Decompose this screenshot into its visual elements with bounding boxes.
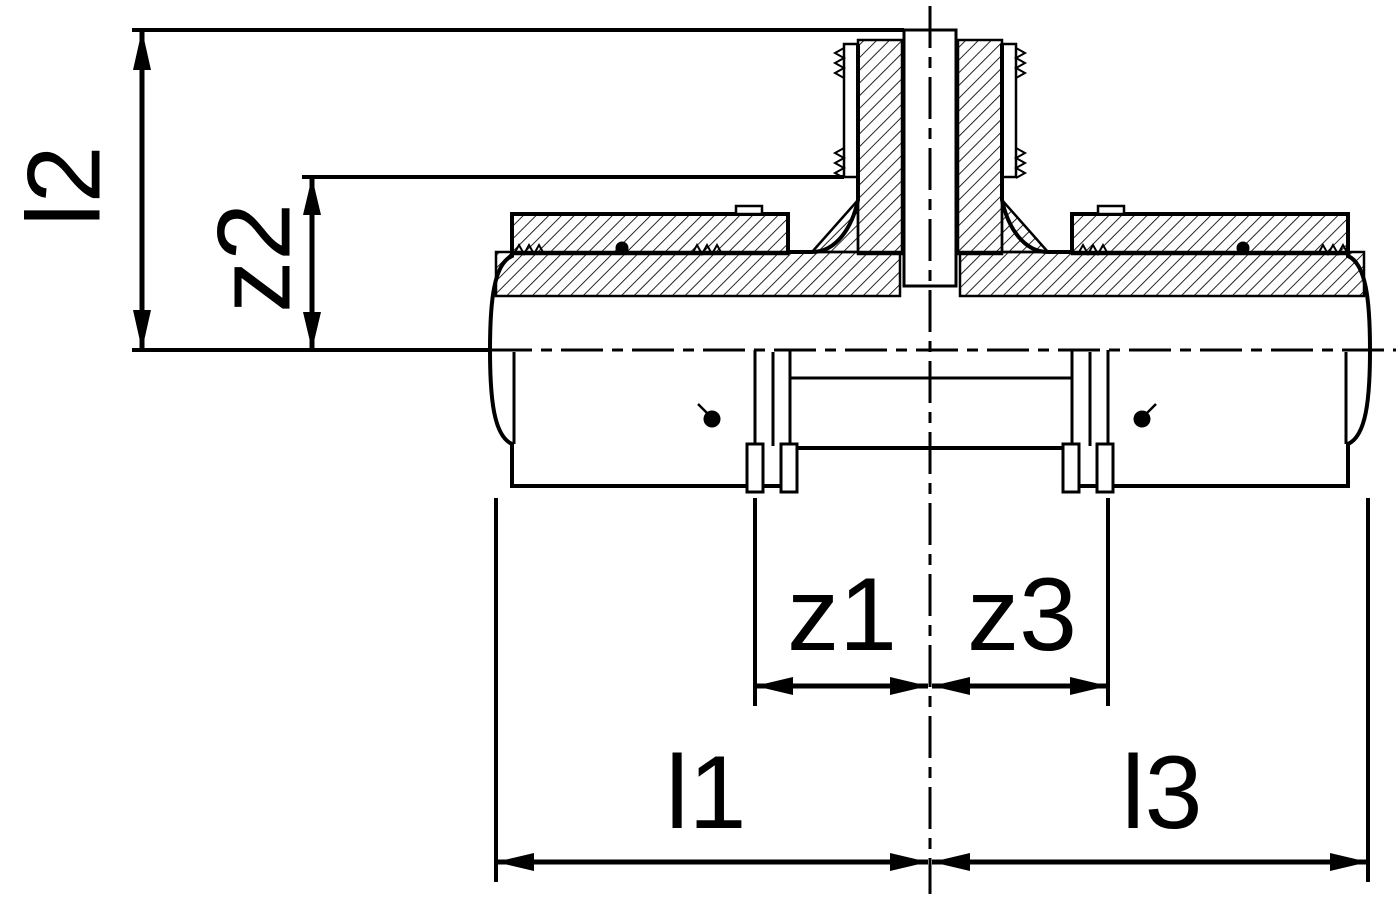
serration-band-3	[1077, 242, 1109, 257]
dimension-l3: l3	[932, 498, 1370, 882]
z3-arrow-left	[932, 677, 970, 695]
dimension-z1: z1	[753, 498, 928, 706]
sleeve-tab-right	[1096, 204, 1126, 216]
collar-foot-right-outer	[1095, 442, 1115, 494]
hatch-left-press-sleeve	[510, 212, 790, 256]
serration-branch-left-top	[832, 47, 847, 79]
indicator-dot-left	[703, 410, 721, 428]
hatch-body-wall-right	[958, 250, 1366, 298]
serration-branch-left-bottom	[832, 147, 847, 179]
dimension-z3: z3	[932, 498, 1110, 706]
collar-foot-left-inner	[779, 442, 799, 494]
l3-label: l3	[1122, 735, 1203, 851]
interior-details	[512, 350, 1348, 494]
centerlines	[490, 6, 1396, 894]
hatch-branch-wall-right	[956, 38, 1004, 256]
l1-arrow-right	[890, 853, 928, 871]
oring-dot-right	[1236, 241, 1250, 255]
z2-arrow-bottom	[303, 312, 321, 350]
z2-arrow-top	[303, 177, 321, 215]
l3-arrow-left	[932, 853, 970, 871]
l1-label: l1	[666, 735, 747, 851]
indicator-dots	[615, 241, 1250, 428]
branch-sleeve-band-left	[842, 42, 860, 179]
dimension-l1: l1	[494, 498, 928, 882]
serration-branch-right-top	[1013, 47, 1028, 79]
z3-label: z3	[967, 557, 1077, 673]
serration-band-1	[513, 242, 545, 257]
z1-arrow-left	[755, 677, 793, 695]
l2-label: l2	[6, 146, 122, 227]
z1-arrow-right	[890, 677, 928, 695]
l2-arrow-bottom	[133, 310, 151, 350]
hatch-body-wall-left	[494, 250, 902, 298]
branch-sleeve-band-right	[1000, 42, 1018, 179]
section-hatching	[494, 38, 1366, 298]
serration-branch-right-bottom	[1013, 147, 1028, 179]
dimension-z2: z2	[196, 175, 844, 350]
l3-arrow-right	[1330, 853, 1368, 871]
hatch-branch-flare-right	[1000, 196, 1051, 254]
indicator-dot-right	[1133, 410, 1151, 428]
z1-label: z1	[787, 557, 897, 673]
serration-marks	[513, 47, 1349, 257]
serration-band-4	[1317, 242, 1349, 257]
sleeve-tab-left	[734, 204, 764, 216]
oring-dot-left	[615, 241, 629, 255]
dimension-l2: l2	[6, 28, 904, 352]
l2-arrow-top	[133, 30, 151, 70]
collar-foot-right-inner	[1061, 442, 1081, 494]
top-silhouette-left	[488, 44, 860, 351]
z3-arrow-right	[1070, 677, 1108, 695]
hatch-branch-wall-left	[856, 38, 904, 256]
top-silhouette-right	[1000, 44, 1372, 351]
hatch-right-press-sleeve	[1070, 212, 1350, 256]
z2-label: z2	[196, 203, 312, 313]
serration-band-2	[691, 242, 723, 257]
collar-foot-left-outer	[745, 442, 765, 494]
hatch-branch-flare-left	[809, 196, 860, 254]
l1-arrow-left	[496, 853, 534, 871]
